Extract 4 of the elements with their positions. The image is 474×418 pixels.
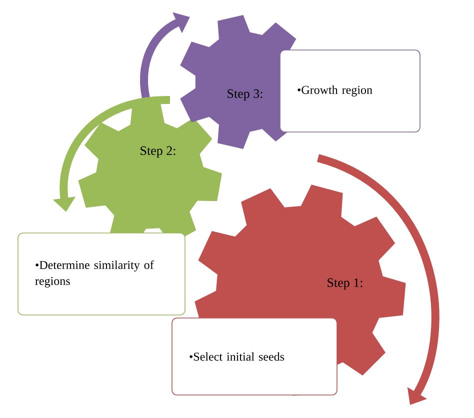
gear: Step 2: bbox=[78, 104, 222, 246]
text-box: •Determine similarity of regions bbox=[18, 232, 186, 316]
text-box: •Select initial seeds bbox=[172, 318, 338, 396]
text-box: •Growth region bbox=[280, 50, 420, 132]
